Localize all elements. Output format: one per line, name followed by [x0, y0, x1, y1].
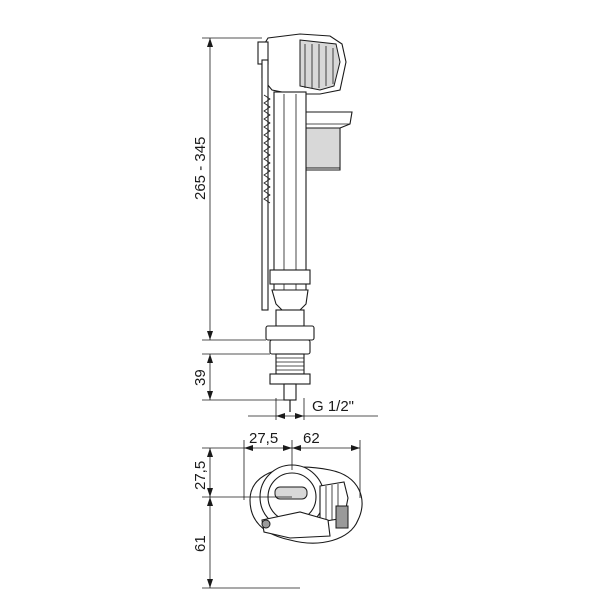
- dim-width-b: 62: [303, 430, 320, 447]
- seal-ring: [269, 339, 311, 355]
- dim-depth-a: 27,5: [192, 461, 209, 490]
- lower-body: [271, 289, 309, 311]
- thread-shank: [275, 353, 305, 375]
- valve-head-shade: [299, 39, 341, 91]
- top-slot: [274, 486, 308, 500]
- top-dimensions: 27,5 62 27,5 61: [192, 430, 361, 589]
- side-dimensions: 265 - 345 39 G 1/2": [192, 37, 378, 420]
- locknut: [275, 309, 305, 327]
- dim-lower-height: 39: [192, 369, 209, 386]
- dim-width-a: 27,5: [249, 430, 278, 447]
- dim-total-height: 265 - 345: [192, 137, 209, 200]
- washer: [265, 325, 315, 341]
- valve-top-view: [249, 464, 363, 544]
- dim-thread: G 1/2": [312, 398, 354, 415]
- top-outlet: [335, 505, 349, 529]
- bottom-nut: [269, 373, 311, 385]
- dim-depth-b: 61: [192, 535, 209, 552]
- inlet-nipple: [283, 383, 297, 401]
- valve-side-view: [257, 33, 353, 412]
- adjustment-rod: [261, 59, 269, 311]
- main-tube: [273, 91, 307, 293]
- tube-collar: [269, 269, 311, 285]
- top-base-plate: [261, 511, 331, 539]
- spring-coil: [263, 94, 271, 204]
- top-pivot: [261, 519, 271, 529]
